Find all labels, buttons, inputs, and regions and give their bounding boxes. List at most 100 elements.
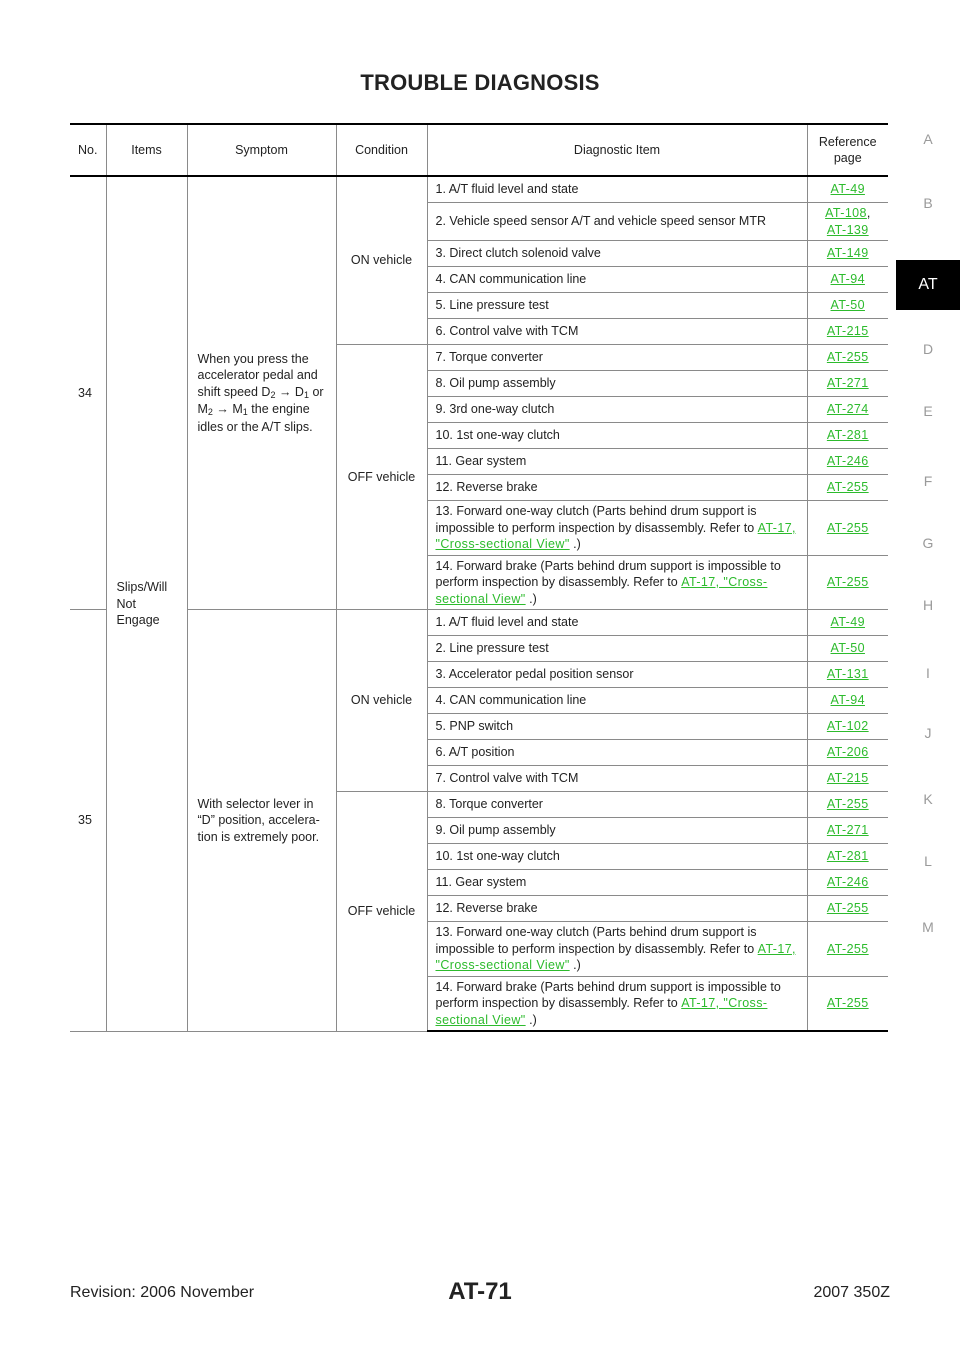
reference-link[interactable]: AT-215 [826, 771, 869, 786]
diagnostic-text: 10. 1st one-way clutch [435, 849, 560, 864]
section-tab-g[interactable]: G [922, 535, 934, 551]
diagnostic-text: 4. CAN communication line [435, 272, 587, 287]
reference-link[interactable]: AT-255 [826, 480, 869, 495]
reference-page: AT-108,AT-139 [806, 202, 888, 241]
table-row: 2. Vehicle speed sensor A/T and vehicle … [70, 202, 888, 241]
section-tab-at[interactable]: AT [896, 260, 960, 310]
reference-link[interactable]: AT-255 [826, 797, 869, 812]
section-tab-a[interactable]: A [923, 131, 933, 147]
reference-page: AT-215 [806, 765, 888, 792]
reference-page: AT-281 [806, 843, 888, 870]
diagnostic-item: 10. 1st one-way clutch [427, 422, 808, 449]
diagnostic-item: 3. Accelerator pedal position sensor [427, 661, 808, 688]
reference-link[interactable]: AT-281 [826, 428, 869, 443]
reference-page: AT-255 [806, 344, 888, 371]
table-row: 13. Forward one-way clutch (Parts behind… [70, 921, 888, 977]
diagnostic-text: 11. Gear system [435, 875, 527, 890]
header-items: Items [105, 123, 188, 177]
reference-link[interactable]: AT-94 [830, 272, 865, 287]
model-label: 2007 350Z [813, 1284, 890, 1301]
symptom-cell: With selector lever in “D” position, acc… [186, 609, 337, 1032]
reference-link[interactable]: AT-17, "Cross-sectional View" [435, 941, 796, 973]
section-tab-h[interactable]: H [922, 597, 934, 613]
reference-link[interactable]: AT-255 [826, 996, 869, 1010]
reference-link[interactable]: AT-50 [830, 641, 865, 656]
diagnostic-text: 9. Oil pump assembly [435, 823, 556, 838]
diagnostic-item: 7. Torque converter [426, 344, 808, 371]
reference-link[interactable]: AT-131 [826, 667, 869, 682]
section-tab-l[interactable]: L [924, 853, 932, 869]
diagnostic-text: 8. Oil pump assembly [435, 376, 556, 391]
section-tab-e[interactable]: E [923, 403, 933, 419]
reference-link[interactable]: AT-255 [826, 350, 869, 365]
diagnostic-tail: .) [525, 591, 537, 606]
reference-link[interactable]: AT-255 [826, 520, 869, 535]
diagnostic-item: 4. CAN communication line [427, 266, 808, 293]
diagnostic-tail: .) [569, 958, 581, 972]
section-tab-f[interactable]: F [923, 473, 933, 489]
symptom-text: → D [275, 384, 304, 399]
reference-link[interactable]: AT-139 [826, 222, 869, 237]
symptom-text: or M [197, 384, 324, 417]
condition-off-vehicle: OFF vehicle [336, 344, 428, 610]
reference-link[interactable]: AT-255 [826, 901, 869, 916]
reference-link[interactable]: AT-94 [830, 693, 865, 708]
reference-link[interactable]: AT-246 [826, 454, 869, 469]
header-condition: Condition [335, 123, 428, 177]
reference-link[interactable]: AT-274 [826, 402, 869, 417]
reference-link[interactable]: AT-17, "Cross-sectional View" [435, 575, 768, 606]
reference-link[interactable]: AT-149 [826, 246, 869, 261]
section-tab-i[interactable]: I [926, 665, 930, 681]
reference-link[interactable]: AT-206 [826, 745, 869, 760]
diagnostic-text: 14. Forward brake (Parts behind drum sup… [435, 979, 781, 1011]
reference-page: AT-206 [806, 739, 888, 766]
diagnostic-text: 9. 3rd one-way clutch [435, 402, 555, 417]
page-number: AT-71 [448, 1278, 512, 1305]
reference-link[interactable]: AT-108 [825, 206, 867, 220]
diagnostic-item: 9. 3rd one-way clutch [427, 396, 808, 423]
diagnostic-item: 7. Control valve with TCM [427, 765, 808, 792]
diagnostic-item: 12. Reverse brake [427, 895, 808, 922]
diagnostic-item: 13. Forward one-way clutch (Parts behind… [427, 921, 808, 977]
diagnostic-text: 10. 1st one-way clutch [435, 428, 560, 443]
reference-page: AT-271 [806, 817, 888, 844]
diagnostic-item: 5. PNP switch [427, 713, 808, 740]
reference-link[interactable]: AT-49 [830, 615, 865, 630]
diagnostic-tail: .) [525, 1012, 537, 1027]
reference-link[interactable]: AT-102 [826, 719, 869, 734]
reference-link[interactable]: AT-246 [826, 875, 869, 890]
table-row: 11. Gear system AT-246 [70, 869, 888, 896]
header-no: No. [70, 123, 107, 177]
table-row: 8. Oil pump assembly AT-271 [70, 370, 888, 397]
section-tab-k[interactable]: K [923, 791, 933, 807]
diagnostic-text: 12. Reverse brake [435, 480, 538, 495]
reference-page: AT-149 [806, 240, 888, 267]
reference-page: AT-271 [806, 370, 888, 397]
reference-link[interactable]: AT-215 [826, 324, 869, 339]
reference-link[interactable]: AT-271 [826, 376, 869, 391]
diagnostic-item: 5. Line pressure test [427, 292, 808, 319]
reference-link[interactable]: AT-255 [826, 575, 869, 589]
reference-link[interactable]: AT-17, "Cross-sectional View" [435, 996, 768, 1027]
reference-link[interactable]: AT-49 [830, 182, 865, 197]
reference-link[interactable]: AT-17, "Cross-sectional View" [435, 520, 796, 552]
table-row: 10. 1st one-way clutch AT-281 [70, 843, 888, 870]
symptom-cell: When you press the accelerator pedal and… [186, 175, 337, 610]
section-tab-m[interactable]: M [922, 919, 934, 935]
item-label: Slips/Will Not Engage [105, 175, 188, 1032]
reference-link[interactable]: AT-50 [830, 298, 865, 313]
diagnostic-item: 13. Forward one-way clutch (Parts behind… [427, 500, 808, 556]
symptom-text: 2 [270, 389, 276, 400]
symptom-text: 1 [242, 407, 248, 418]
section-tab-d[interactable]: D [922, 341, 934, 357]
reference-link[interactable]: AT-271 [826, 823, 869, 838]
reference-link[interactable]: AT-281 [826, 849, 869, 864]
reference-page: AT-255 [806, 791, 888, 818]
reference-link[interactable]: AT-255 [826, 941, 869, 956]
condition-on-vehicle: ON vehicle [335, 609, 428, 792]
section-tab-j[interactable]: J [924, 725, 932, 741]
symptom-text: → M [212, 402, 243, 417]
section-tab-b[interactable]: B [923, 195, 933, 211]
